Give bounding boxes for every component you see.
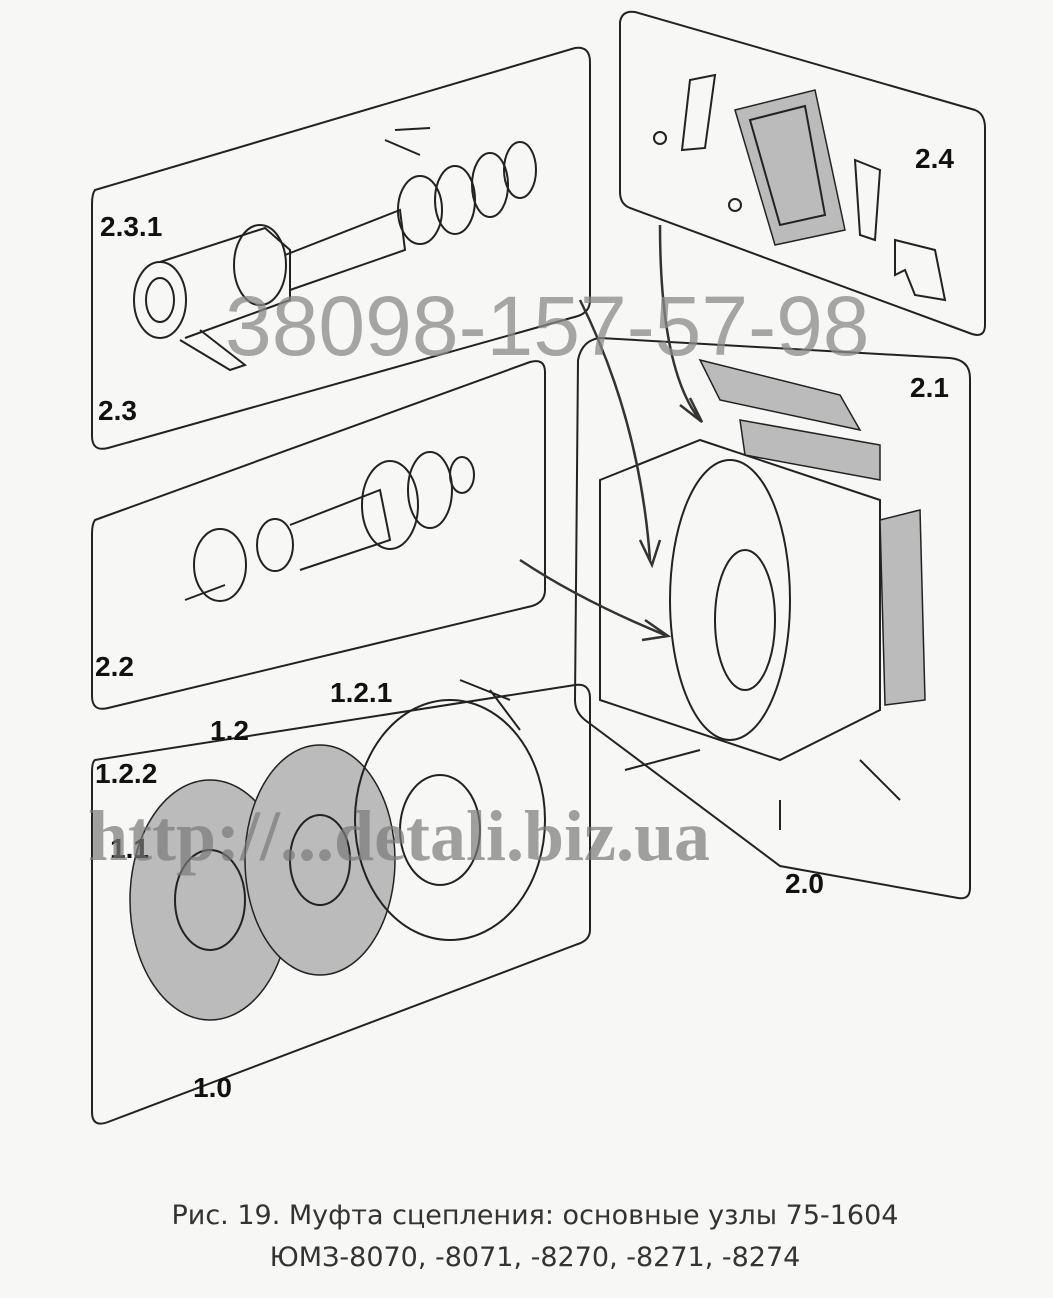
- panel-2-4: [619, 10, 986, 336]
- cover-assembly-2-4: [653, 73, 947, 302]
- watermark-site: http://...detali.biz.ua: [88, 796, 710, 876]
- label-1-0: 1.0: [193, 1072, 232, 1103]
- label-2-3: 2.3: [98, 395, 137, 426]
- clutch-assembly: [129, 679, 546, 1021]
- panel-1-0: [91, 679, 591, 1125]
- label-2-2: 2.2: [95, 651, 134, 682]
- shaft-assembly-2-3: [133, 127, 537, 372]
- caption-line-2: ЮМЗ-8070, -8071, -8270, -8271, -8274: [270, 1242, 801, 1273]
- flow-arrows: [519, 224, 704, 642]
- caption-line-1: Рис. 19. Муфта сцепления: основные узлы …: [172, 1200, 899, 1231]
- gearbox-housing: [599, 358, 926, 830]
- shaft-assembly-2-2: [184, 451, 475, 602]
- label-2-4: 2.4: [915, 143, 954, 174]
- label-1-2: 1.2: [210, 715, 249, 746]
- panel-2-3: [91, 46, 591, 450]
- label-2-3-1: 2.3.1: [100, 211, 162, 242]
- label-1-2-1: 1.2.1: [330, 677, 392, 708]
- label-1-1: 1.1: [110, 833, 149, 864]
- label-2-0: 2.0: [785, 868, 824, 899]
- panel-2-2: [91, 360, 546, 710]
- label-1-2-2: 1.2.2: [95, 758, 157, 789]
- label-2-1: 2.1: [910, 372, 949, 403]
- panel-2-1: [573, 336, 971, 900]
- watermark-phone: 38098-157-57-98: [225, 279, 870, 373]
